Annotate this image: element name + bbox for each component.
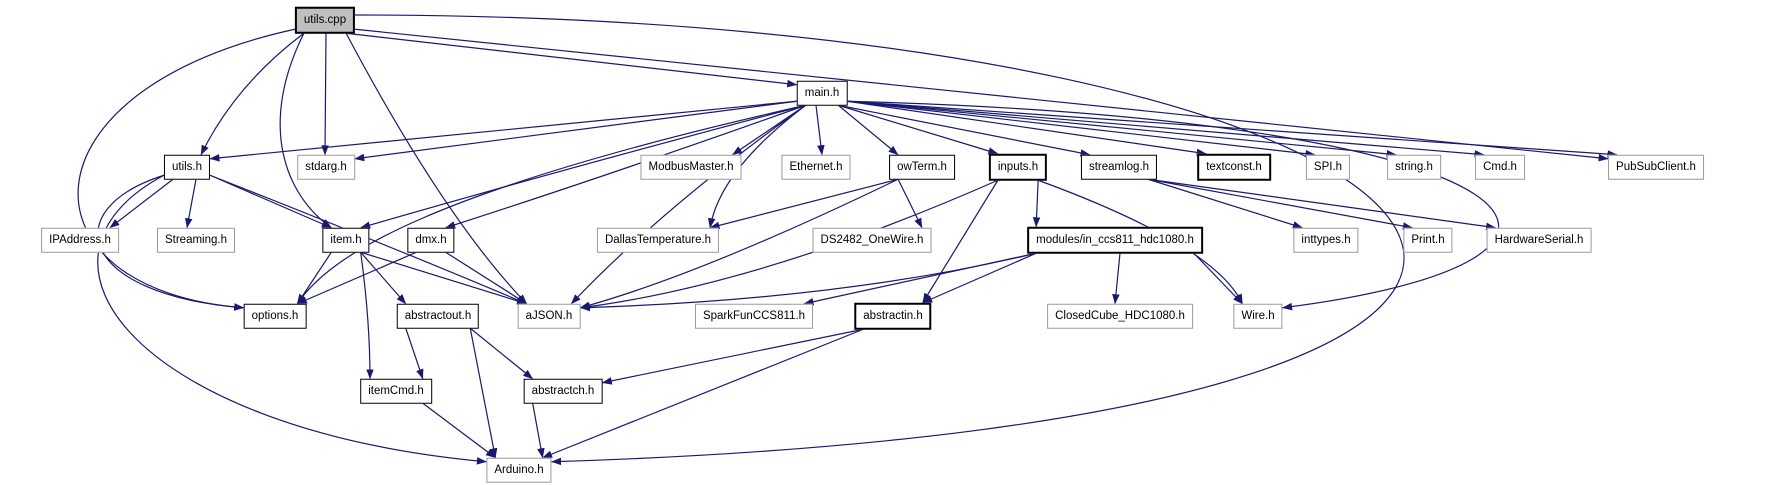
edge-utils_cpp-to-ajson_h xyxy=(345,32,528,305)
node-wire_h: Wire.h xyxy=(1233,303,1283,329)
node-stdarg_h: stdarg.h xyxy=(297,154,355,180)
edge-main_h-to-wire_h xyxy=(847,100,1499,311)
edge-owterm_h-to-ajson_h xyxy=(579,178,899,309)
node-options_h[interactable]: options.h xyxy=(243,303,307,329)
node-arduino_h: Arduino.h xyxy=(486,457,552,483)
edge-abstractout_h-to-itemcmd_h xyxy=(405,328,424,380)
edge-utils_cpp-to-arduino_h xyxy=(355,14,1405,466)
node-item_h[interactable]: item.h xyxy=(322,227,370,253)
edge-in_ccs811_h-to-wire_h xyxy=(1193,252,1243,305)
node-textconst_h[interactable]: textconst.h xyxy=(1197,153,1271,181)
node-string_h: string.h xyxy=(1387,154,1441,180)
node-ds2482_onewire_h: DS2482_OneWire.h xyxy=(812,227,932,253)
node-inttypes_h: inttypes.h xyxy=(1293,227,1359,253)
node-streaming_h: Streaming.h xyxy=(156,227,236,253)
edge-abstractout_h-to-abstractch_h xyxy=(469,327,534,380)
edge-abstractout_h-to-arduino_h xyxy=(469,328,498,459)
edge-utils_h-to-ajson_h xyxy=(209,174,528,305)
edge-utils_h-to-streaming_h xyxy=(184,179,197,229)
edge-main_h-to-textconst_h xyxy=(847,100,1207,157)
edge-main_h-to-stdarg_h xyxy=(354,100,797,162)
edge-main_h-to-owterm_h xyxy=(837,104,899,156)
edge-main_h-to-inputs_h xyxy=(838,104,999,155)
edge-itemcmd_h-to-arduino_h xyxy=(422,402,496,459)
edge-item_h-to-abstractout_h xyxy=(360,251,407,305)
node-main_h[interactable]: main.h xyxy=(796,80,848,106)
edge-item_h-to-options_h xyxy=(296,251,332,305)
edge-utils_h-to-ipaddress_h xyxy=(109,178,174,229)
edge-main_h-to-ethernet_h xyxy=(815,105,825,156)
edge-main_h-to-dmx_h xyxy=(445,104,806,229)
node-in_ccs811_h[interactable]: modules/in_ccs811_hdc1080.h xyxy=(1027,226,1203,254)
edge-item_h-to-itemcmd_h xyxy=(360,252,374,380)
node-modbusmaster_h: ModbusMaster.h xyxy=(640,154,742,180)
edge-item_h-to-ajson_h xyxy=(360,251,528,305)
node-inputs_h[interactable]: inputs.h xyxy=(988,153,1048,181)
edge-inputs_h-to-ajson_h xyxy=(579,179,999,311)
node-streamlog_h[interactable]: streamlog.h xyxy=(1080,154,1158,180)
node-closedcube_h: ClosedCube_HDC1080.h xyxy=(1047,303,1193,329)
edge-utils_cpp-to-item_h xyxy=(279,32,332,229)
edge-owterm_h-to-ds2482_onewire_h xyxy=(897,178,923,229)
node-pubsubclient_h: PubSubClient.h xyxy=(1608,154,1704,180)
node-dmx_h[interactable]: dmx.h xyxy=(407,227,455,253)
node-print_h: Print.h xyxy=(1403,227,1453,253)
edge-main_h-to-ajson_h xyxy=(570,104,807,305)
edge-owterm_h-to-dallastemperature_h xyxy=(709,178,899,230)
edge-utils_h-to-item_h xyxy=(209,174,332,229)
node-spi_h: SPI.h xyxy=(1305,154,1351,180)
edge-main_h-to-string_h xyxy=(847,100,1397,158)
edge-streamlog_h-to-print_h xyxy=(1147,178,1413,230)
node-sparkfun_h: SparkFunCCS811.h xyxy=(694,303,814,329)
node-ajson_h: aJSON.h xyxy=(517,303,581,329)
edge-utils_cpp-to-stdarg_h xyxy=(321,33,329,156)
edge-main_h-to-item_h xyxy=(360,104,806,229)
edge-inputs_h-to-in_ccs811_h xyxy=(1032,180,1041,228)
node-hardwareserial_h: HardwareSerial.h xyxy=(1486,227,1592,253)
edge-abstractch_h-to-arduino_h xyxy=(532,403,545,459)
node-abstractin_h[interactable]: abstractin.h xyxy=(854,302,932,330)
node-abstractout_h[interactable]: abstractout.h xyxy=(396,303,480,329)
node-utils_cpp: utils.cpp xyxy=(294,6,356,34)
edge-in_ccs811_h-to-closedcube_h xyxy=(1112,253,1121,305)
node-cmd_h: Cmd.h xyxy=(1475,154,1525,180)
node-abstractch_h[interactable]: abstractch.h xyxy=(523,378,603,404)
edge-streamlog_h-to-inttypes_h xyxy=(1147,178,1303,229)
edge-main_h-to-cmd_h xyxy=(847,100,1485,158)
edge-streamlog_h-to-hardwareserial_h xyxy=(1147,178,1497,231)
node-ethernet_h: Ethernet.h xyxy=(781,154,851,180)
edge-utils_cpp-to-options_h xyxy=(77,28,296,311)
edge-in_ccs811_h-to-ajson_h xyxy=(579,252,1037,312)
edge-abstractin_h-to-abstractch_h xyxy=(601,328,864,385)
node-ipaddress_h: IPAddress.h xyxy=(41,227,119,253)
edge-main_h-to-streamlog_h xyxy=(838,104,1091,157)
edge-utils_cpp-to-utils_h xyxy=(200,32,305,156)
edge-main_h-to-spi_h xyxy=(847,100,1316,158)
edge-abstractin_h-to-arduino_h xyxy=(542,328,864,459)
edge-dmx_h-to-options_h xyxy=(296,251,417,305)
edge-main_h-to-pubsubclient_h xyxy=(847,100,1618,158)
node-dallastemperature_h: DallasTemperature.h xyxy=(596,227,720,253)
edge-utils_h-to-arduino_h xyxy=(97,174,487,465)
edge-in_ccs811_h-to-abstractin_h xyxy=(922,252,1037,304)
node-utils_h[interactable]: utils.h xyxy=(163,154,211,180)
node-owterm_h[interactable]: owTerm.h xyxy=(889,154,955,180)
node-itemcmd_h[interactable]: itemCmd.h xyxy=(360,378,432,404)
edge-dmx_h-to-ajson_h xyxy=(445,251,528,305)
edge-main_h-to-options_h xyxy=(296,104,806,305)
edge-inputs_h-to-abstractin_h xyxy=(922,179,999,304)
edge-main_h-to-utils_h xyxy=(209,100,797,162)
edge-utils_cpp-to-main_h xyxy=(346,32,798,88)
edge-utils_cpp-to-pubsubclient_h xyxy=(355,28,1609,162)
